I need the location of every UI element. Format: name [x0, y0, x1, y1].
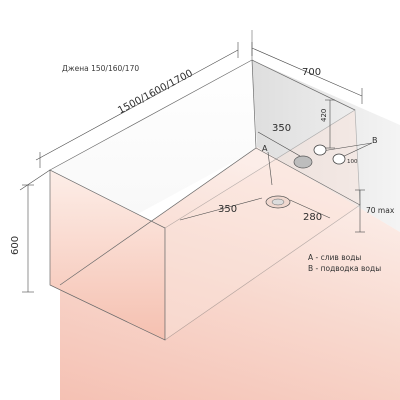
marker-b: B	[372, 136, 378, 145]
supply-height-label: 420	[320, 109, 328, 122]
drain-from-side-label: 350	[218, 204, 237, 215]
height-dimension-label: 600	[10, 236, 21, 255]
drain-offset-label: 280	[303, 212, 322, 223]
supply-spacing-label: 100	[347, 159, 358, 165]
bathtub-front-panel	[49, 169, 166, 341]
page-title: Джена 150/160/170	[62, 64, 139, 73]
outline-edges	[49, 30, 361, 286]
dimension-lines	[19, 42, 373, 293]
legend-supply: B - подводка воды	[308, 264, 382, 273]
drain-from-wall-label: 350	[272, 123, 291, 134]
legend-drain: A - слив воды	[308, 253, 362, 262]
pipe-height-label: 70 max	[366, 206, 395, 215]
wall-drain-hole	[293, 155, 313, 169]
marker-a: A	[262, 144, 268, 153]
floor	[60, 147, 400, 400]
water-supply-hole-2	[332, 153, 346, 165]
floor-drain-inner	[271, 198, 285, 206]
width-dimension-label: 700	[302, 67, 321, 78]
water-supply-hole-1	[313, 144, 327, 156]
side-wall	[252, 60, 400, 232]
